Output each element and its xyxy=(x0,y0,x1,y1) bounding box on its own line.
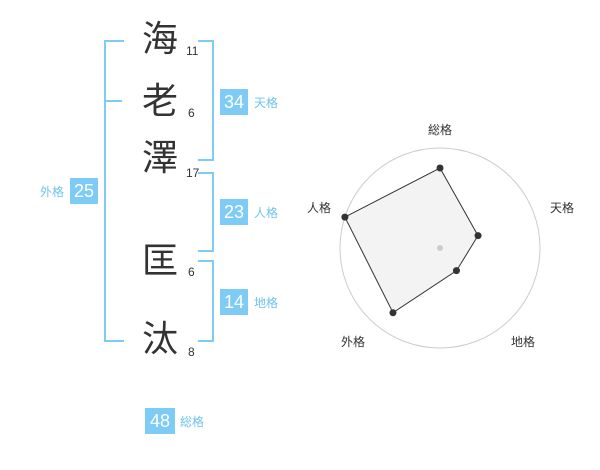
stroke-count-4: 6 xyxy=(188,265,195,279)
radar-label-gaikaku: 外格 xyxy=(341,335,366,349)
radar-point-4 xyxy=(389,309,397,317)
radar-point-3 xyxy=(452,267,460,275)
chikaku-label: 地格 xyxy=(254,296,279,310)
name-char-1: 海 xyxy=(141,19,178,60)
gaikaku-bracket-tick xyxy=(104,100,122,102)
gaikaku-bracket xyxy=(104,40,124,342)
jinkaku-bracket xyxy=(198,172,214,252)
radar-point-2 xyxy=(474,232,482,240)
radar-point-5 xyxy=(341,213,349,221)
tenkaku-bracket xyxy=(198,40,214,161)
jinkaku-value: 23 xyxy=(220,199,248,225)
radar-label-soukaku: 総格 xyxy=(428,123,453,137)
stroke-count-1: 11 xyxy=(186,44,199,58)
radar-center-dot xyxy=(437,245,443,251)
soukaku-value: 48 xyxy=(145,408,175,434)
radar-point-1 xyxy=(436,164,444,172)
soukaku-label: 総格 xyxy=(180,415,205,429)
name-char-5: 汰 xyxy=(141,319,178,360)
name-char-4: 匡 xyxy=(141,241,178,282)
jinkaku-label: 人格 xyxy=(254,206,279,220)
stroke-count-5: 8 xyxy=(188,345,195,359)
chikaku-bracket xyxy=(198,260,214,342)
radar-points xyxy=(341,164,482,317)
radar-polygon xyxy=(344,167,479,314)
stroke-count-2: 6 xyxy=(188,106,195,120)
name-char-3: 澤 xyxy=(141,138,178,179)
radar-label-tenkaku: 天格 xyxy=(550,201,575,215)
radar-label-chikaku: 地格 xyxy=(511,335,536,349)
name-char-2: 老 xyxy=(141,81,178,122)
gaikaku-value: 25 xyxy=(70,178,98,204)
gaikaku-label: 外格 xyxy=(40,185,65,199)
stroke-count-3: 17 xyxy=(186,166,200,180)
tenkaku-label: 天格 xyxy=(254,96,279,110)
chikaku-value: 14 xyxy=(220,289,248,315)
radar-label-jinkaku: 人格 xyxy=(307,201,332,215)
tenkaku-value: 34 xyxy=(220,89,248,115)
